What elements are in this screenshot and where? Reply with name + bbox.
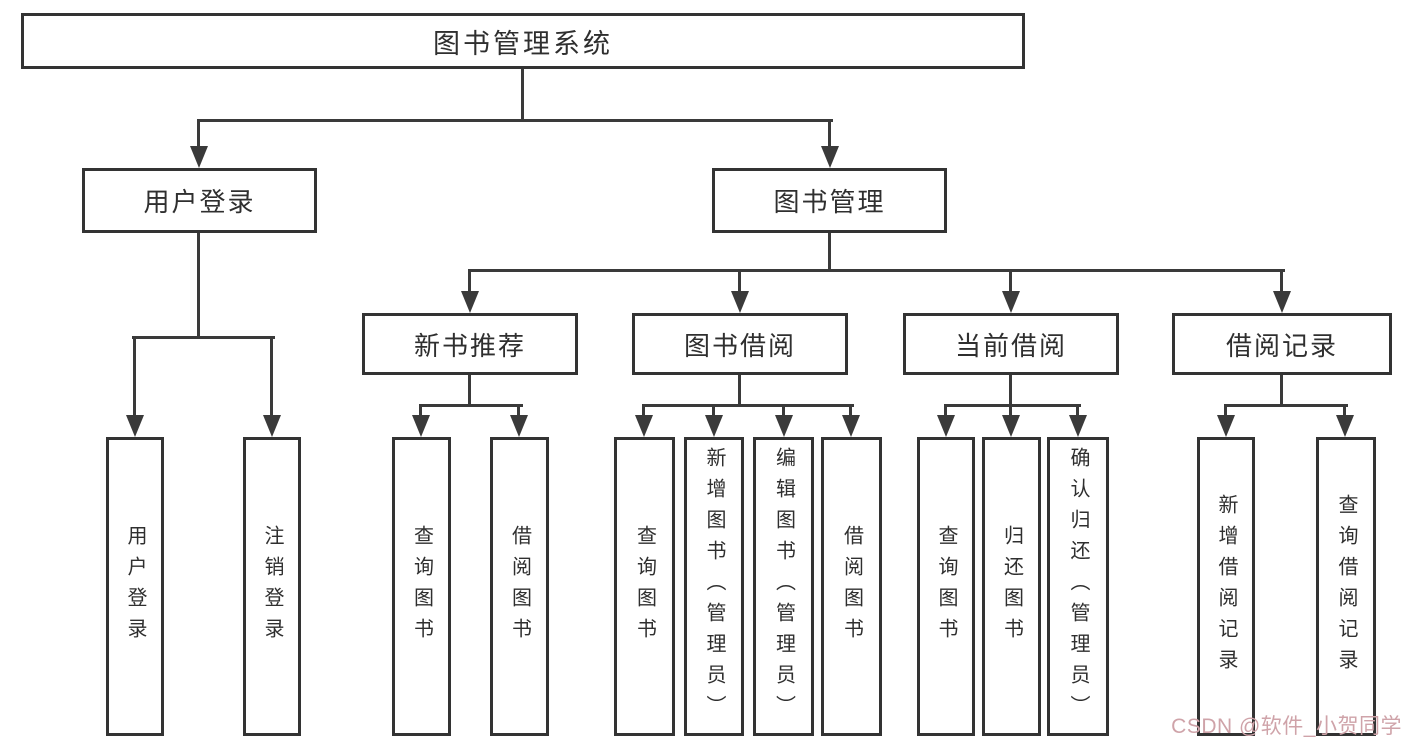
- connector-line: [468, 269, 471, 293]
- arrow-down-icon: [1069, 415, 1087, 437]
- leaf-add-book-admin: 新增图书（管理员）: [684, 437, 744, 736]
- leaf-user-login: 用户登录: [106, 437, 164, 736]
- connector-line: [944, 404, 947, 417]
- arrow-down-icon: [1336, 415, 1354, 437]
- connector-line: [197, 232, 200, 338]
- arrow-down-icon: [263, 415, 281, 437]
- connector-line: [419, 404, 422, 417]
- connector-line: [642, 404, 854, 407]
- leaf-return-book: 归还图书: [982, 437, 1041, 736]
- connector-line: [1280, 269, 1283, 293]
- arrow-down-icon: [190, 146, 208, 168]
- node-current-borrow: 当前借阅: [903, 313, 1119, 375]
- leaf-edit-book-admin: 编辑图书（管理员）: [753, 437, 814, 736]
- connector-line: [1009, 269, 1012, 293]
- arrow-down-icon: [1273, 291, 1291, 313]
- arrow-down-icon: [461, 291, 479, 313]
- node-user-login-module: 用户登录: [82, 168, 317, 233]
- connector-line: [1280, 374, 1283, 407]
- connector-line: [1224, 404, 1227, 417]
- connector-line: [738, 269, 741, 293]
- connector-line: [197, 119, 833, 122]
- connector-line: [133, 336, 136, 417]
- connector-line: [270, 336, 273, 417]
- connector-line: [828, 232, 831, 271]
- connector-line: [1343, 404, 1346, 417]
- leaf-logout: 注销登录: [243, 437, 301, 736]
- leaf-borrow-books-recommend: 借阅图书: [490, 437, 549, 736]
- leaf-confirm-return-admin: 确认归还（管理员）: [1047, 437, 1109, 736]
- arrow-down-icon: [1002, 291, 1020, 313]
- connector-line: [944, 404, 1081, 407]
- connector-line: [1009, 374, 1012, 407]
- leaf-add-borrow-record: 新增借阅记录: [1197, 437, 1255, 736]
- leaf-query-books-current: 查询图书: [917, 437, 975, 736]
- node-book-borrow: 图书借阅: [632, 313, 848, 375]
- arrow-down-icon: [842, 415, 860, 437]
- node-book-management-module: 图书管理: [712, 168, 947, 233]
- arrow-down-icon: [1002, 415, 1020, 437]
- arrow-down-icon: [731, 291, 749, 313]
- leaf-query-books-recommend: 查询图书: [392, 437, 451, 736]
- arrow-down-icon: [126, 415, 144, 437]
- connector-line: [468, 269, 1285, 272]
- arrow-down-icon: [821, 146, 839, 168]
- connector-line: [828, 119, 831, 148]
- arrow-down-icon: [412, 415, 430, 437]
- connector-line: [521, 68, 524, 121]
- node-library-system: 图书管理系统: [21, 13, 1025, 69]
- arrow-down-icon: [775, 415, 793, 437]
- arrow-down-icon: [937, 415, 955, 437]
- connector-line: [1076, 404, 1079, 417]
- connector-line: [712, 404, 715, 417]
- connector-line: [738, 374, 741, 407]
- connector-line: [782, 404, 785, 417]
- connector-line: [197, 119, 200, 148]
- arrow-down-icon: [705, 415, 723, 437]
- node-borrow-records: 借阅记录: [1172, 313, 1392, 375]
- arrow-down-icon: [510, 415, 528, 437]
- connector-line: [1009, 404, 1012, 417]
- connector-line: [517, 404, 520, 417]
- leaf-query-books-borrow: 查询图书: [614, 437, 675, 736]
- leaf-query-borrow-record: 查询借阅记录: [1316, 437, 1376, 736]
- connector-line: [132, 336, 275, 339]
- arrow-down-icon: [635, 415, 653, 437]
- node-new-book-recommend: 新书推荐: [362, 313, 578, 375]
- connector-line: [849, 404, 852, 417]
- connector-line: [468, 374, 471, 407]
- connector-line: [1224, 404, 1348, 407]
- watermark: CSDN @软件_小贺同学: [1171, 715, 1402, 738]
- connector-line: [419, 404, 523, 407]
- connector-line: [642, 404, 645, 417]
- arrow-down-icon: [1217, 415, 1235, 437]
- leaf-borrow-books: 借阅图书: [821, 437, 882, 736]
